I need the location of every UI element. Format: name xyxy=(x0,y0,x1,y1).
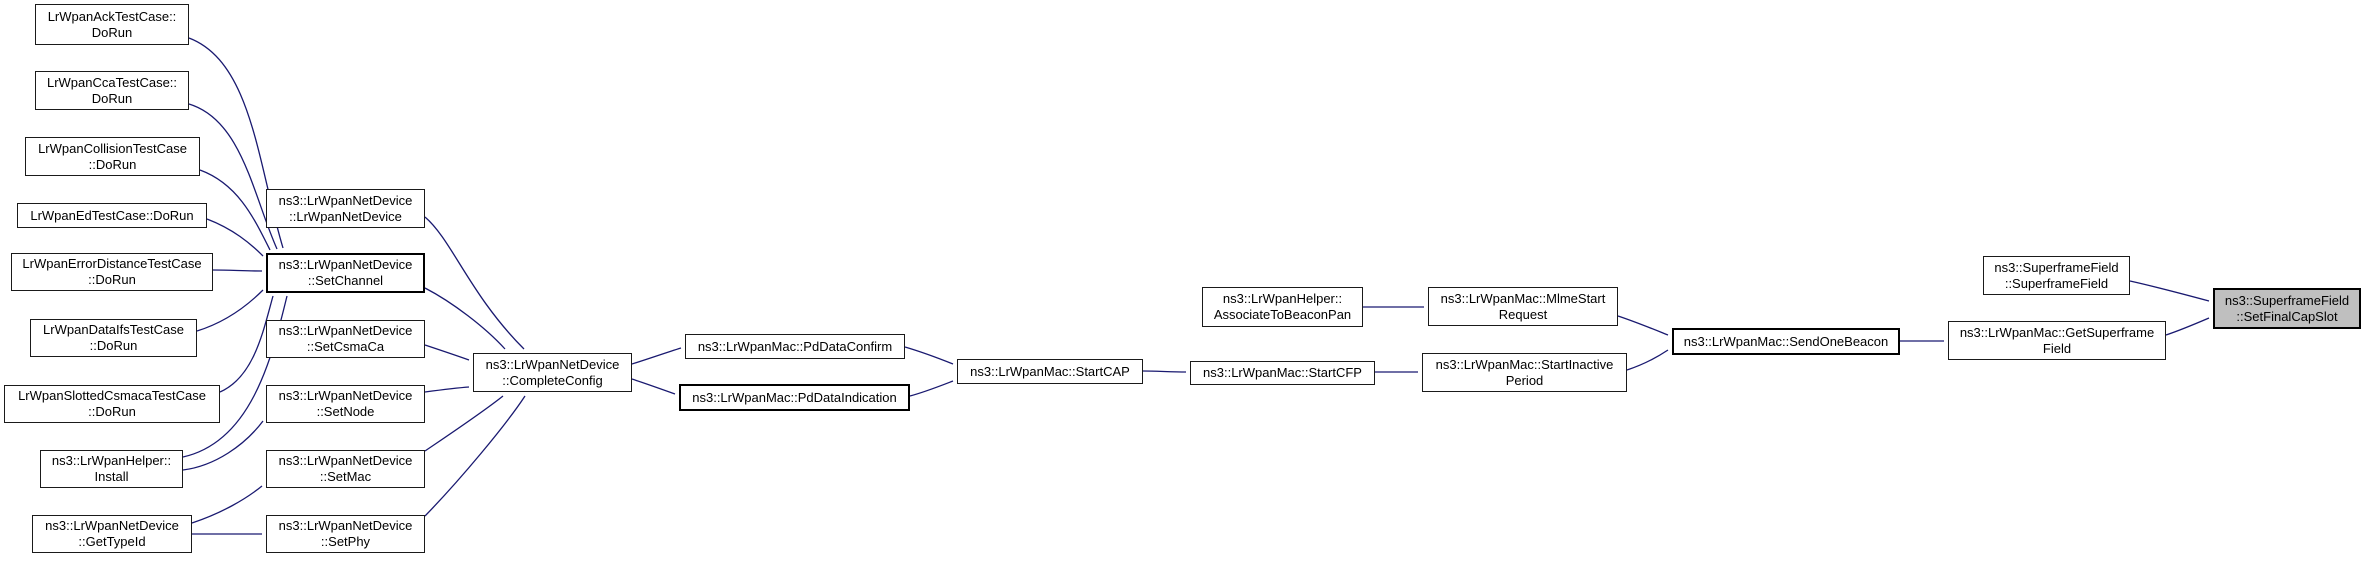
graph-node-lrwpanmac-pddataconfirm[interactable]: ns3::LrWpanMac::PdDataConfirm xyxy=(685,334,905,359)
graph-node-superframefield-setfinalcapslot: ns3::SuperframeField::SetFinalCapSlot xyxy=(2213,288,2361,329)
node-label-line: ::SetNode xyxy=(316,404,375,419)
graph-node-lrwpannetdevice-ctor[interactable]: ns3::LrWpanNetDevice::LrWpanNetDevice xyxy=(266,189,425,228)
edge-lrwpannetdevice-setcsmaca--lrwpannetdevice-completeconfig xyxy=(424,344,470,361)
edge-lrwpanmac-pddataindication--lrwpanmac-startcap xyxy=(909,380,954,397)
node-label-line: ns3::LrWpanNetDevice xyxy=(278,323,413,338)
node-label-line: ns3::LrWpanMac::StartCAP xyxy=(970,363,1130,379)
node-label-line: ns3::SuperframeField xyxy=(1994,259,2119,275)
node-label-line: ns3::LrWpanMac::StartInactive xyxy=(1435,356,1614,372)
node-label-line: LrWpanDataIfsTestCase xyxy=(43,322,184,337)
edge-lrwpan-errordistance-testcase-dorun--lrwpannetdevice-setchannel xyxy=(212,269,263,272)
graph-node-lrwpannetdevice-gettypeid[interactable]: ns3::LrWpanNetDevice::GetTypeId xyxy=(32,515,192,553)
graph-node-lrwpan-dataifs-testcase-dorun[interactable]: LrWpanDataIfsTestCase::DoRun xyxy=(30,319,197,357)
graph-node-lrwpanmac-pddataindication[interactable]: ns3::LrWpanMac::PdDataIndication xyxy=(679,384,910,411)
node-label-line: ::DoRun xyxy=(88,404,136,419)
node-label-line: ::SetMac xyxy=(319,469,372,484)
node-label-line: ns3::LrWpanNetDevice xyxy=(45,518,179,533)
graph-node-lrwpanmac-startcap[interactable]: ns3::LrWpanMac::StartCAP xyxy=(957,359,1143,384)
node-label-line: ns3::LrWpanNetDevice xyxy=(278,388,413,403)
edge-lrwpanmac-startinactiveperiod--lrwpanmac-sendonebeacon xyxy=(1626,349,1669,371)
node-label-line: ns3::LrWpanNetDevice xyxy=(278,257,413,272)
graph-node-lrwpan-cca-testcase-dorun[interactable]: LrWpanCcaTestCase::DoRun xyxy=(35,71,189,110)
edge-lrwpannetdevice-setphy--lrwpannetdevice-completeconfig xyxy=(424,395,526,517)
graph-node-lrwpannetdevice-setmac[interactable]: ns3::LrWpanNetDevice::SetMac xyxy=(266,450,425,488)
graph-node-lrwpan-slottedcsmaca-testcase-dorun[interactable]: LrWpanSlottedCsmacaTestCase::DoRun xyxy=(4,385,220,423)
node-label-line: ns3::LrWpanMac::GetSuperframe xyxy=(1959,324,2155,340)
edge-lrwpanmac-mlmestartrequest--lrwpanmac-sendonebeacon xyxy=(1617,315,1669,336)
node-label-line: ::DoRun xyxy=(89,338,138,353)
edge-lrwpannetdevice-completeconfig--lrwpanmac-pddataindication xyxy=(631,378,676,395)
graph-node-lrwpan-errordistance-testcase-dorun[interactable]: LrWpanErrorDistanceTestCase::DoRun xyxy=(11,253,213,291)
node-label-line: ns3::LrWpanMac::SendOneBeacon xyxy=(1683,333,1889,349)
node-label-line: LrWpanCollisionTestCase xyxy=(38,140,187,156)
edge-lrwpannetdevice-completeconfig--lrwpanmac-pddataconfirm xyxy=(631,347,682,365)
edge-lrwpanmac-pddataconfirm--lrwpanmac-startcap xyxy=(904,346,954,365)
node-label-line: LrWpanCcaTestCase:: xyxy=(46,74,178,90)
edge-lrwpanmac-startcap--lrwpanmac-startcfp xyxy=(1142,370,1187,373)
node-label-line: ns3::LrWpanMac::StartCFP xyxy=(1203,365,1362,380)
node-label-line: ::DoRun xyxy=(88,272,136,287)
node-label-line: ns3::LrWpanNetDevice xyxy=(278,518,413,533)
graph-node-lrwpanhelper-associatetobeaconpan[interactable]: ns3::LrWpanHelper::AssociateToBeaconPan xyxy=(1202,287,1363,327)
edge-lrwpan-ed-testcase-dorun--lrwpannetdevice-setchannel xyxy=(206,218,264,257)
graph-node-lrwpanhelper-install[interactable]: ns3::LrWpanHelper::Install xyxy=(40,450,183,488)
node-label-line: ns3::LrWpanNetDevice xyxy=(485,356,620,372)
graph-node-lrwpanmac-startcfp[interactable]: ns3::LrWpanMac::StartCFP xyxy=(1190,361,1375,385)
node-label-line: ::DoRun xyxy=(88,156,137,172)
node-label-line: Period xyxy=(1505,372,1544,388)
node-label-line: LrWpanErrorDistanceTestCase xyxy=(22,256,202,271)
edge-lrwpannetdevice-gettypeid--lrwpannetdevice-setmac xyxy=(191,485,263,524)
node-label-line: ::GetTypeId xyxy=(78,534,146,549)
node-label-line: ns3::LrWpanHelper:: xyxy=(51,453,172,468)
node-label-line: ns3::LrWpanNetDevice xyxy=(278,192,413,208)
node-label-line: ns3::LrWpanHelper:: xyxy=(1222,291,1343,306)
node-label-line: Install xyxy=(94,469,129,484)
node-label-line: AssociateToBeaconPan xyxy=(1213,307,1352,322)
graph-node-lrwpannetdevice-setchannel[interactable]: ns3::LrWpanNetDevice::SetChannel xyxy=(266,253,425,293)
graph-node-lrwpannetdevice-setcsmaca[interactable]: ns3::LrWpanNetDevice::SetCsmaCa xyxy=(266,320,425,358)
edge-lrwpan-collision-testcase-dorun--lrwpannetdevice-setchannel xyxy=(199,169,271,251)
node-label-line: ::SuperframeField xyxy=(2004,275,2109,291)
edge-lrwpan-slottedcsmaca-testcase-dorun--lrwpannetdevice-setchannel xyxy=(219,295,274,393)
graph-node-superframefield-ctor[interactable]: ns3::SuperframeField::SuperframeField xyxy=(1983,256,2130,295)
node-label-line: ::SetFinalCapSlot xyxy=(2236,308,2338,324)
edge-lrwpannetdevice-setnode--lrwpannetdevice-completeconfig xyxy=(424,386,470,393)
edge-lrwpannetdevice-setchannel--lrwpannetdevice-completeconfig xyxy=(424,287,506,350)
graph-node-lrwpan-collision-testcase-dorun[interactable]: LrWpanCollisionTestCase::DoRun xyxy=(25,137,200,176)
node-label-line: DoRun xyxy=(91,24,133,40)
graph-node-lrwpannetdevice-setnode[interactable]: ns3::LrWpanNetDevice::SetNode xyxy=(266,385,425,423)
edge-lrwpanmac-getsuperframefield--superframefield-setfinalcapslot xyxy=(2165,317,2210,336)
node-label-line: Request xyxy=(1498,306,1548,322)
node-label-line: ns3::LrWpanMac::PdDataIndication xyxy=(692,389,897,405)
edge-lrwpannetdevice-setmac--lrwpannetdevice-completeconfig xyxy=(424,395,504,452)
graph-node-lrwpan-ed-testcase-dorun[interactable]: LrWpanEdTestCase::DoRun xyxy=(17,203,207,228)
node-label-line: ns3::LrWpanMac::MlmeStart xyxy=(1440,290,1606,306)
node-label-line: ns3::LrWpanNetDevice xyxy=(278,453,413,468)
edge-lrwpan-dataifs-testcase-dorun--lrwpannetdevice-setchannel xyxy=(196,289,264,332)
graph-node-lrwpannetdevice-setphy[interactable]: ns3::LrWpanNetDevice::SetPhy xyxy=(266,515,425,553)
node-label-line: LrWpanAckTestCase:: xyxy=(47,8,177,24)
graph-node-lrwpannetdevice-completeconfig[interactable]: ns3::LrWpanNetDevice::CompleteConfig xyxy=(473,353,632,392)
graph-node-lrwpan-ack-testcase-dorun[interactable]: LrWpanAckTestCase::DoRun xyxy=(35,4,189,45)
node-label-line: ::CompleteConfig xyxy=(502,372,603,388)
node-label-line: ::SetCsmaCa xyxy=(306,339,385,354)
node-label-line: LrWpanEdTestCase::DoRun xyxy=(30,207,194,223)
edge-lrwpanhelper-install--lrwpannetdevice-setnode xyxy=(182,420,264,471)
node-label-line: ::SetPhy xyxy=(320,534,371,549)
node-label-line: ::SetChannel xyxy=(307,273,384,288)
node-label-line: ns3::LrWpanMac::PdDataConfirm xyxy=(697,338,893,354)
node-label-line: ns3::SuperframeField xyxy=(2224,292,2350,308)
node-label-line: ::LrWpanNetDevice xyxy=(289,208,402,224)
node-label-line: Field xyxy=(2042,340,2072,356)
edge-lrwpannetdevice-ctor--lrwpannetdevice-completeconfig xyxy=(424,216,525,350)
edge-lrwpan-cca-testcase-dorun--lrwpannetdevice-setchannel xyxy=(188,103,278,250)
graph-node-lrwpanmac-sendonebeacon[interactable]: ns3::LrWpanMac::SendOneBeacon xyxy=(1672,328,1900,355)
node-label-line: DoRun xyxy=(91,90,133,106)
node-label-line: LrWpanSlottedCsmacaTestCase xyxy=(18,388,206,403)
edge-superframefield-ctor--superframefield-setfinalcapslot xyxy=(2129,280,2210,302)
